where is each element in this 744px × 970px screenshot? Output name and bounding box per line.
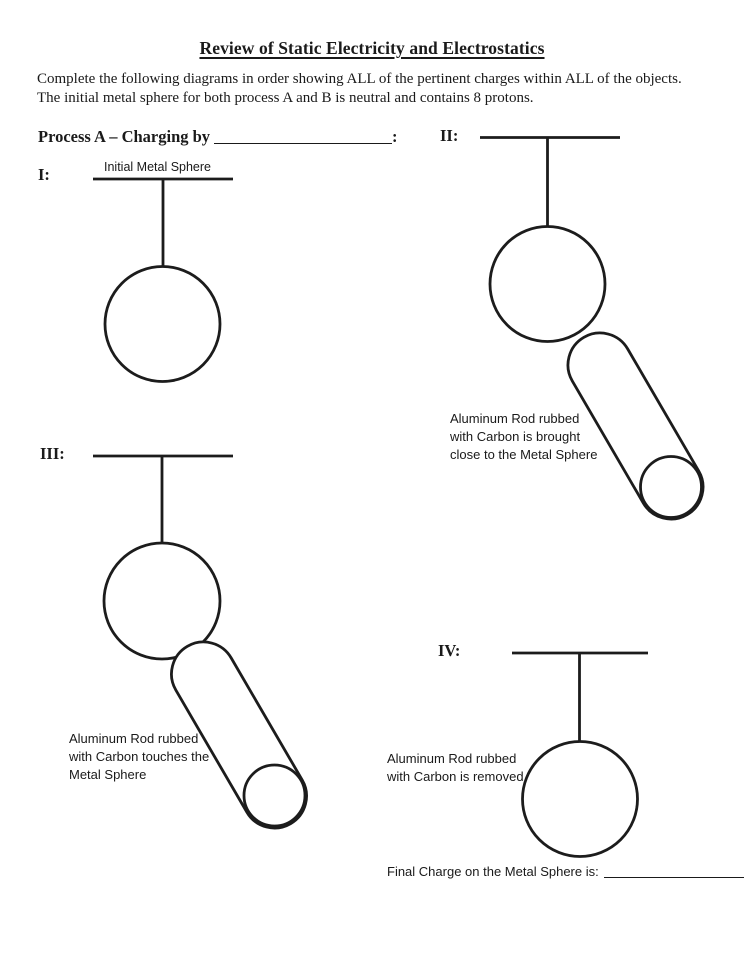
page-title: Review of Static Electricity and Electro… bbox=[199, 38, 545, 58]
diagram-iv-metal-sphere bbox=[521, 740, 639, 858]
diagram-iii-rod-end-face bbox=[242, 763, 307, 828]
process-a-heading: Process A – Charging by: bbox=[38, 127, 398, 147]
process-a-heading-colon: : bbox=[392, 127, 398, 146]
final-charge-blank bbox=[603, 875, 744, 878]
panel-i-numeral: I: bbox=[38, 165, 50, 184]
panel-ii-numeral: II: bbox=[440, 126, 459, 145]
diagram-ii-rod-end-face bbox=[639, 455, 703, 519]
final-charge-label: Final Charge on the Metal Sphere is: bbox=[387, 864, 599, 879]
instructions-text: Complete the following diagrams in order… bbox=[37, 71, 682, 106]
diagram-iii-metal-sphere bbox=[102, 541, 222, 661]
charging-method-blank bbox=[214, 141, 393, 144]
diagram-ii-metal-sphere bbox=[488, 225, 607, 343]
panel-ii-caption: Aluminum Rod rubbed with Carbon is broug… bbox=[450, 411, 598, 462]
final-charge-row: Final Charge on the Metal Sphere is: bbox=[387, 864, 744, 879]
panel-iv-numeral: IV: bbox=[438, 641, 461, 660]
panel-iii-caption: Aluminum Rod rubbed with Carbon touches … bbox=[69, 731, 210, 782]
process-a-heading-label: Process A – Charging by bbox=[38, 127, 211, 146]
panel-iv-caption: Aluminum Rod rubbed with Carbon is remov… bbox=[387, 751, 524, 784]
panel-i-caption: Initial Metal Sphere bbox=[104, 160, 212, 174]
diagram-i-metal-sphere bbox=[103, 265, 222, 383]
panel-iii-numeral: III: bbox=[40, 444, 65, 463]
